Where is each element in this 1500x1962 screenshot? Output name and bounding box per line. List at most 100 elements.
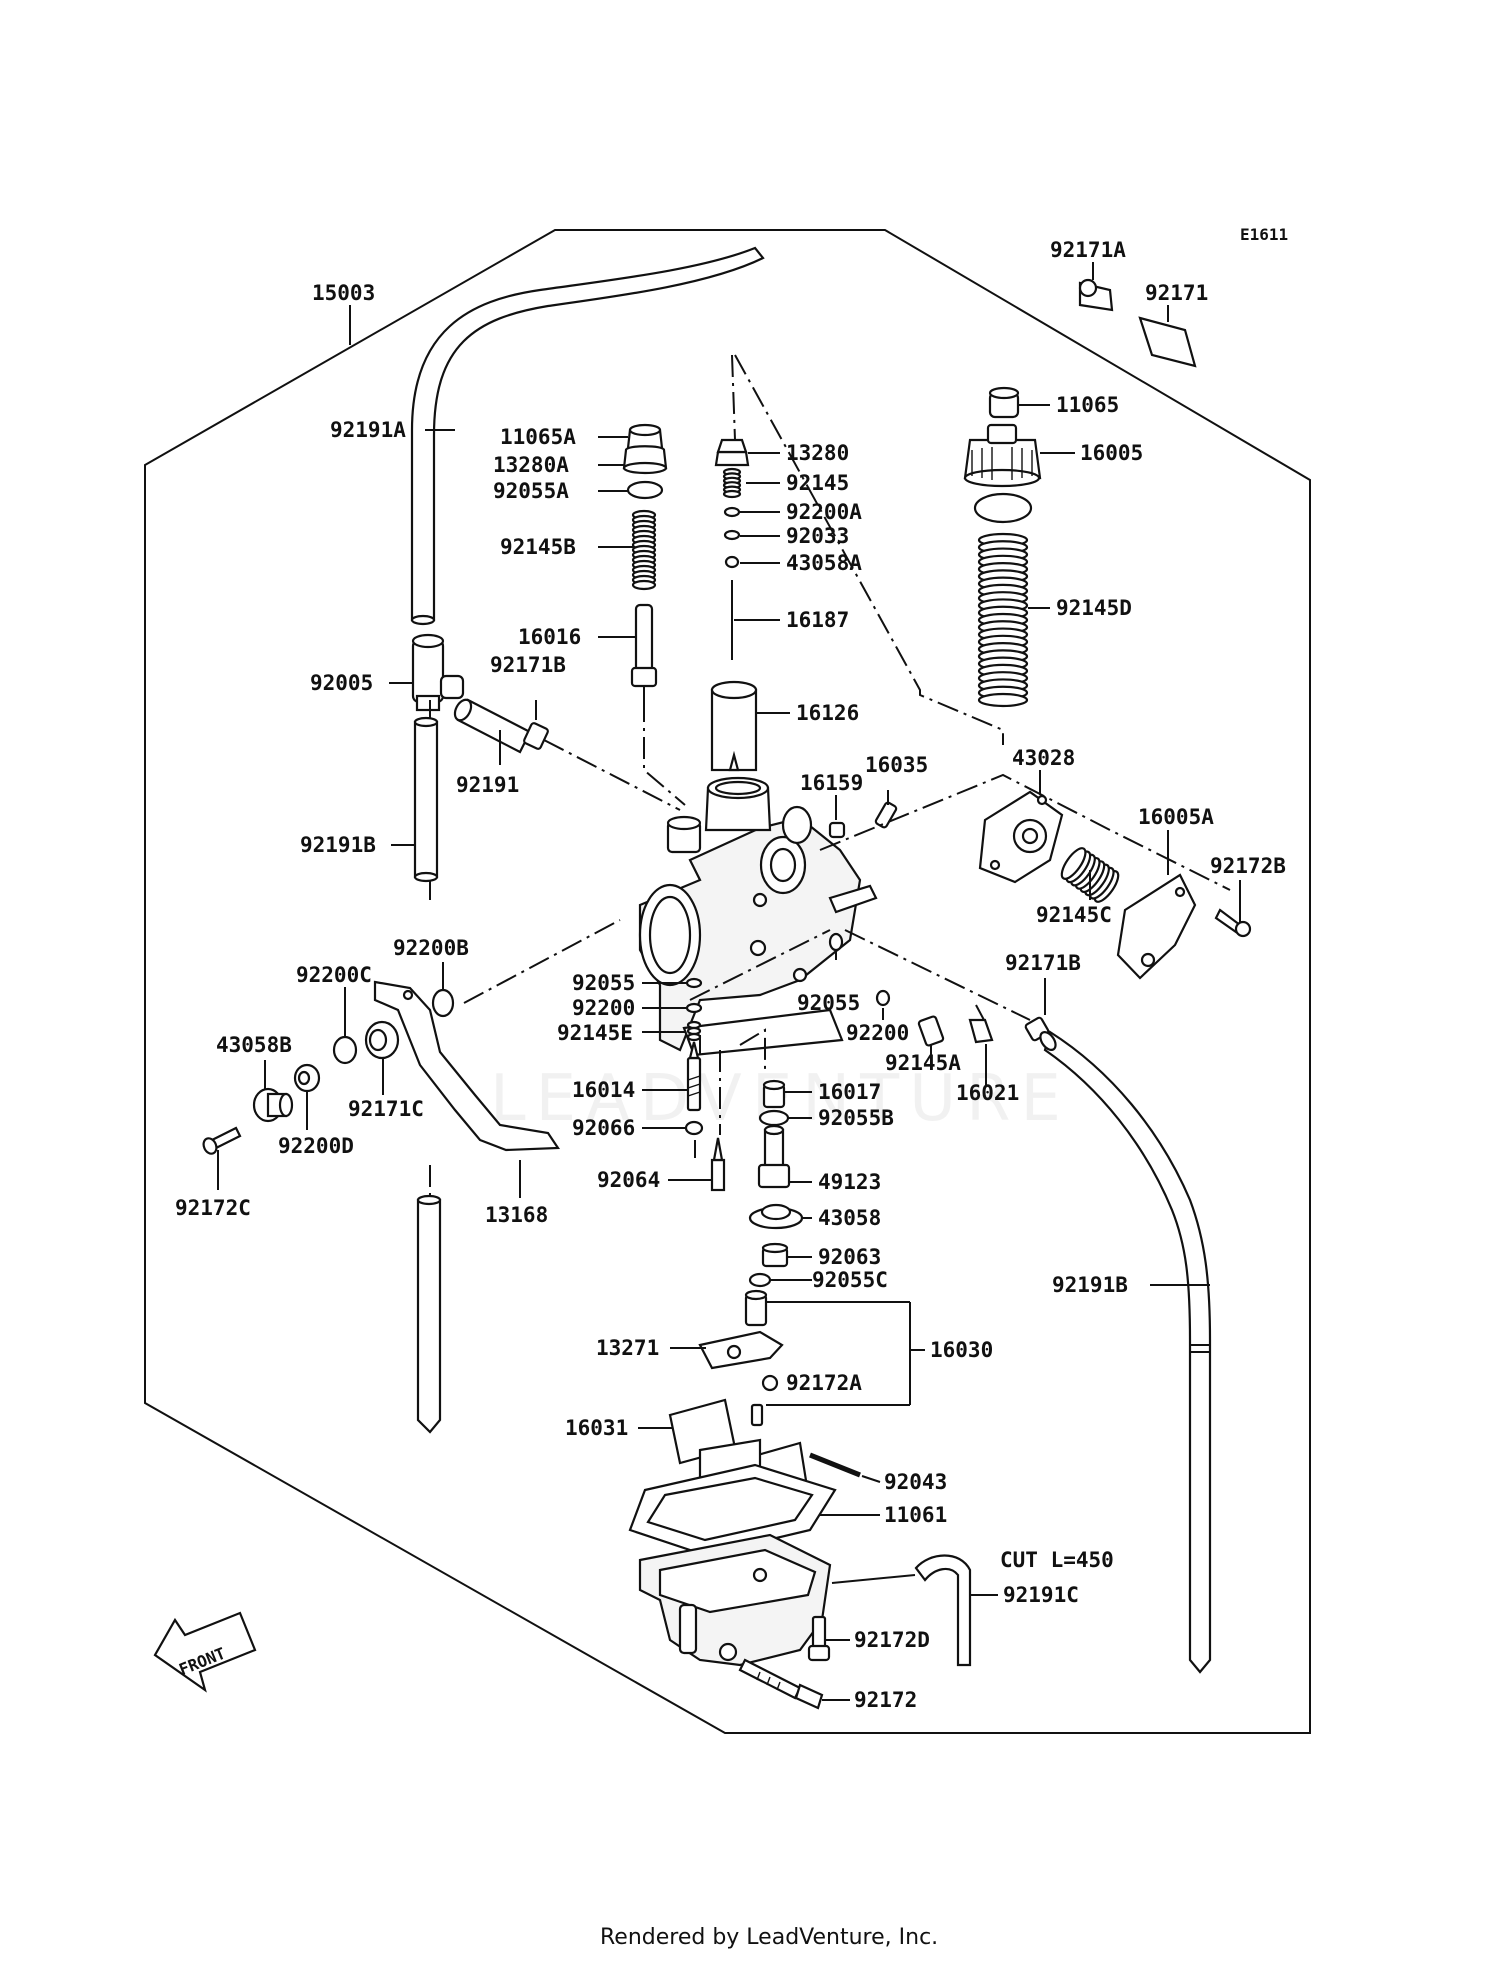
- label-92171B-right: 92171B: [1005, 951, 1081, 975]
- label-92063: 92063: [818, 1245, 881, 1269]
- label-92172C: 92172C: [175, 1196, 251, 1220]
- collar-43058B: [252, 1087, 294, 1123]
- label-92200-left: 92200: [572, 996, 635, 1020]
- label-13280: 13280: [786, 441, 849, 465]
- label-43058A: 43058A: [786, 551, 862, 575]
- label-92200B: 92200B: [393, 936, 469, 960]
- washer-16005: [973, 492, 1033, 524]
- screw-92172B: [1214, 908, 1252, 938]
- screw-16014: [686, 1041, 702, 1112]
- float-valve-16030: [744, 1289, 768, 1327]
- plate-13271: [698, 1330, 784, 1370]
- label-92171A: 92171A: [1050, 238, 1126, 262]
- label-92200A: 92200A: [786, 500, 862, 524]
- label-92055B: 92055B: [818, 1106, 894, 1130]
- clip-92171B: [523, 722, 549, 750]
- oring-92055-right: [828, 932, 844, 952]
- clip-92171: [1138, 316, 1197, 368]
- label-11065: 11065: [1056, 393, 1119, 417]
- label-92191: 92191: [456, 773, 519, 797]
- hose-92191A: [410, 246, 765, 626]
- label-92191C: 92191C: [1003, 1583, 1079, 1607]
- cap-13280A: [622, 445, 668, 475]
- tee-fitting-92005: [411, 633, 465, 712]
- assembly-boundary: [144, 229, 1311, 1734]
- hose-92191B-left: [413, 716, 439, 883]
- jet-92064: [710, 1137, 726, 1192]
- pin-16030-lower: [750, 1403, 764, 1427]
- cover-16005A: [1116, 873, 1197, 980]
- screw-92172A: [761, 1374, 779, 1392]
- label-92171C: 92171C: [348, 1097, 424, 1121]
- label-11061: 11061: [884, 1503, 947, 1527]
- label-92033: 92033: [786, 524, 849, 548]
- label-92055-left: 92055: [572, 971, 635, 995]
- label-16014: 16014: [572, 1078, 635, 1102]
- oring-92055: [685, 977, 703, 989]
- cap-13280: [714, 438, 750, 467]
- label-92064: 92064: [597, 1168, 660, 1192]
- hose-lower-left: [416, 1194, 442, 1434]
- screw-92172: [738, 1658, 824, 1710]
- label-92066: 92066: [572, 1116, 635, 1140]
- label-92191A: 92191A: [330, 418, 406, 442]
- bushing-92171C: [364, 1020, 400, 1060]
- washer-92200: [685, 1002, 703, 1014]
- cap-11065A: [626, 423, 664, 450]
- label-92145B: 92145B: [500, 535, 576, 559]
- label-16031: 16031: [565, 1416, 628, 1440]
- label-13280A: 13280A: [493, 453, 569, 477]
- label-92055A: 92055A: [493, 479, 569, 503]
- label-43028: 43028: [1012, 746, 1075, 770]
- oring-92055A: [626, 480, 664, 500]
- screw-92172D: [807, 1615, 831, 1662]
- spring-92145B: [631, 509, 657, 591]
- clip-92171A: [1078, 278, 1114, 312]
- cover-43028: [978, 790, 1064, 884]
- label-92145D: 92145D: [1056, 596, 1132, 620]
- pin-92043: [809, 1452, 861, 1478]
- label-92191B-right: 92191B: [1052, 1273, 1128, 1297]
- label-16005: 16005: [1080, 441, 1143, 465]
- washer-92200D: [293, 1063, 321, 1093]
- spring-92145D: [977, 532, 1029, 708]
- label-92005: 92005: [310, 671, 373, 695]
- screw-16035: [874, 801, 898, 829]
- label-16017: 16017: [818, 1080, 881, 1104]
- front-arrow: FRONT: [153, 1611, 257, 1693]
- oring-92055C: [748, 1272, 772, 1288]
- label-92145A: 92145A: [885, 1051, 961, 1075]
- carburetor-body: [638, 776, 878, 1057]
- label-43058: 43058: [818, 1206, 881, 1230]
- needle-jet-49123: [757, 1124, 791, 1189]
- screw-92172C: [202, 1126, 242, 1155]
- label-cut-note: CUT L=450: [1000, 1548, 1114, 1572]
- label-92171B: 92171B: [490, 653, 566, 677]
- drain-hose-92191C: [914, 1554, 972, 1667]
- label-16005A: 16005A: [1138, 805, 1214, 829]
- label-11065A: 11065A: [500, 425, 576, 449]
- label-92171: 92171: [1145, 281, 1208, 305]
- label-16126: 16126: [796, 701, 859, 725]
- spring-92145: [722, 467, 742, 499]
- ball-92066: [684, 1120, 704, 1136]
- plunger-16016: [630, 603, 658, 708]
- float-bowl: [638, 1533, 832, 1667]
- label-16035: 16035: [865, 753, 928, 777]
- label-92172D: 92172D: [854, 1628, 930, 1652]
- spring-92145A: [917, 1015, 945, 1047]
- label-16021: 16021: [956, 1081, 1019, 1105]
- label-92191B-left: 92191B: [300, 833, 376, 857]
- label-92145C: 92145C: [1036, 903, 1112, 927]
- label-92172: 92172: [854, 1688, 917, 1712]
- hose-92191: [453, 698, 532, 754]
- label-13168: 13168: [485, 1203, 548, 1227]
- holder-43058: [748, 1203, 804, 1230]
- label-43058B: 43058B: [216, 1033, 292, 1057]
- spring-92145E: [686, 1020, 702, 1042]
- label-16016: 16016: [518, 625, 581, 649]
- part-labels: 15003 92171A 92171 92191A 11065A 13280A …: [175, 238, 1286, 1712]
- bracket-13168: [373, 980, 561, 1152]
- label-92055-right: 92055: [797, 991, 860, 1015]
